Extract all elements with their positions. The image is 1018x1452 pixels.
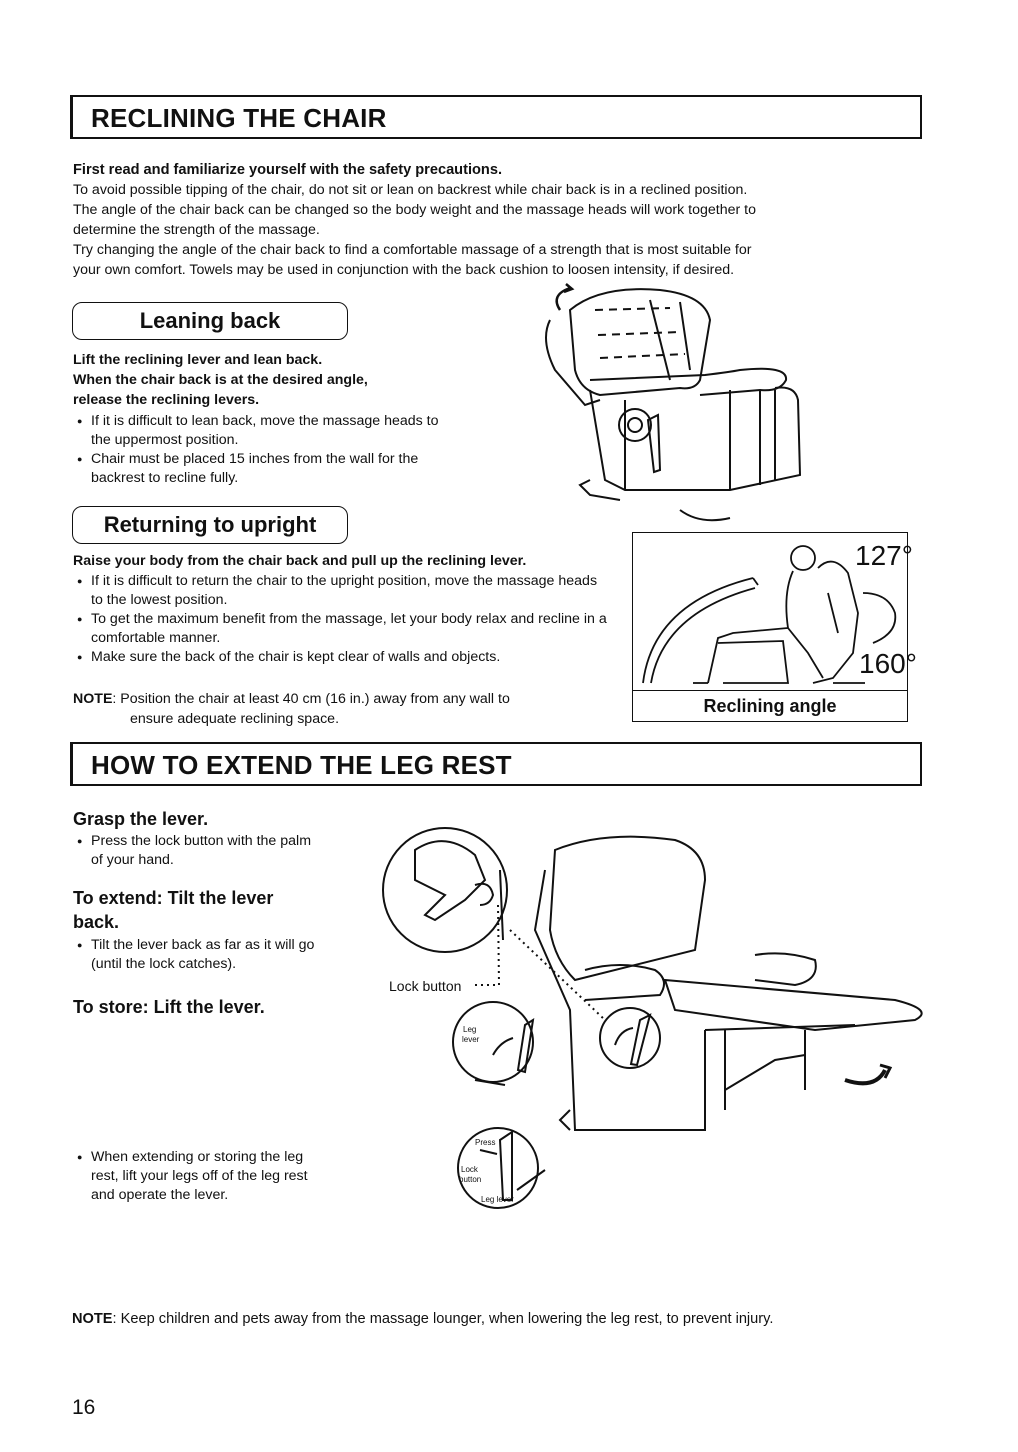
reclining-title: RECLINING THE CHAIR <box>91 103 387 133</box>
legrest-illustration: Lock button Leg lever Press Lock button … <box>382 827 923 1209</box>
reclining-angle-illustration: 127° 160° <box>642 540 917 684</box>
inset-lock-2: button <box>459 1175 481 1184</box>
reclining-angle-caption: Reclining angle <box>703 696 837 716</box>
upright-bullet: If it is difficult to return the chair t… <box>73 572 601 610</box>
intro-line: your own comfort. Towels may be used in … <box>73 262 735 278</box>
reclining-note: NOTE: Position the chair at least 40 cm … <box>73 689 633 729</box>
angle-top-label: 127° <box>855 540 913 571</box>
reclining-angle-caption-bar: Reclining angle <box>633 690 907 722</box>
leaning-instruction: When the chair back is at the desired an… <box>73 372 368 388</box>
intro-line: To avoid possible tipping of the chair, … <box>73 182 748 198</box>
inset-leg-lever-bottom: Leg lever <box>481 1195 514 1204</box>
bottom-note-label: NOTE <box>72 1311 113 1327</box>
legrest-section-header: HOW TO EXTEND THE LEG REST <box>70 742 922 786</box>
inset-leg-lever-2: lever <box>462 1035 480 1044</box>
reclining-angle-box: 127° 160° Reclining angle <box>632 532 917 722</box>
page-number: 16 <box>72 1396 96 1419</box>
note-label: NOTE <box>73 691 113 707</box>
angle-bottom-label: 160° <box>859 648 917 679</box>
intro-line: determine the strength of the massage. <box>73 222 320 238</box>
leaning-bullet: If it is difficult to lean back, move th… <box>73 412 461 450</box>
upright-instruction: Raise your body from the chair back and … <box>73 553 527 569</box>
leaning-bullet: Chair must be placed 15 inches from the … <box>73 450 461 488</box>
extend-heading: To extend: Tilt the lever back. <box>73 888 274 932</box>
extend-bullet: Tilt the lever back as far as it will go… <box>73 936 331 974</box>
intro-bold: First read and familiarize yourself with… <box>73 162 503 178</box>
upright-bullet: Make sure the back of the chair is kept … <box>73 648 611 667</box>
inset-press: Press <box>475 1138 495 1147</box>
intro-line: The angle of the chair back can be chang… <box>73 202 757 218</box>
reclining-section-header: RECLINING THE CHAIR <box>70 95 922 139</box>
reclining-chair-illustration <box>545 283 802 522</box>
leaning-back-heading: Leaning back <box>72 302 348 340</box>
legrest-instructions: Grasp the lever. Press the lock button w… <box>73 808 333 1018</box>
bottom-note-text: : Keep children and pets away from the m… <box>112 1311 774 1327</box>
leaning-instruction: release the reclining levers. <box>73 392 260 408</box>
note-text: : Position the chair at least 40 cm (16 … <box>112 691 510 707</box>
intro-line: Try changing the angle of the chair back… <box>73 242 752 258</box>
leaning-back-body: Lift the reclining lever and lean back. … <box>73 350 493 488</box>
grasp-heading: Grasp the lever. <box>73 809 209 829</box>
grasp-bullet: Press the lock button with the palm of y… <box>73 832 321 870</box>
legrest-title: HOW TO EXTEND THE LEG REST <box>91 750 512 780</box>
store-note-block: When extending or storing the leg rest, … <box>73 1148 323 1205</box>
bottom-note: NOTE: Keep children and pets away from t… <box>72 1309 952 1329</box>
store-bullet: When extending or storing the leg rest, … <box>73 1148 331 1205</box>
returning-upright-body: Raise your body from the chair back and … <box>73 551 633 667</box>
note-text-2: ensure adequate reclining space. <box>130 711 340 727</box>
reclining-intro: First read and familiarize yourself with… <box>73 160 933 280</box>
inset-lock-1: Lock <box>461 1165 479 1174</box>
leaning-instruction: Lift the reclining lever and lean back. <box>73 352 323 368</box>
upright-bullet: To get the maximum benefit from the mass… <box>73 610 611 648</box>
returning-upright-heading: Returning to upright <box>72 506 348 544</box>
lock-button-label: Lock button <box>389 978 461 994</box>
store-heading: To store: Lift the lever. <box>73 997 265 1017</box>
inset-leg-lever-1: Leg <box>463 1025 476 1034</box>
